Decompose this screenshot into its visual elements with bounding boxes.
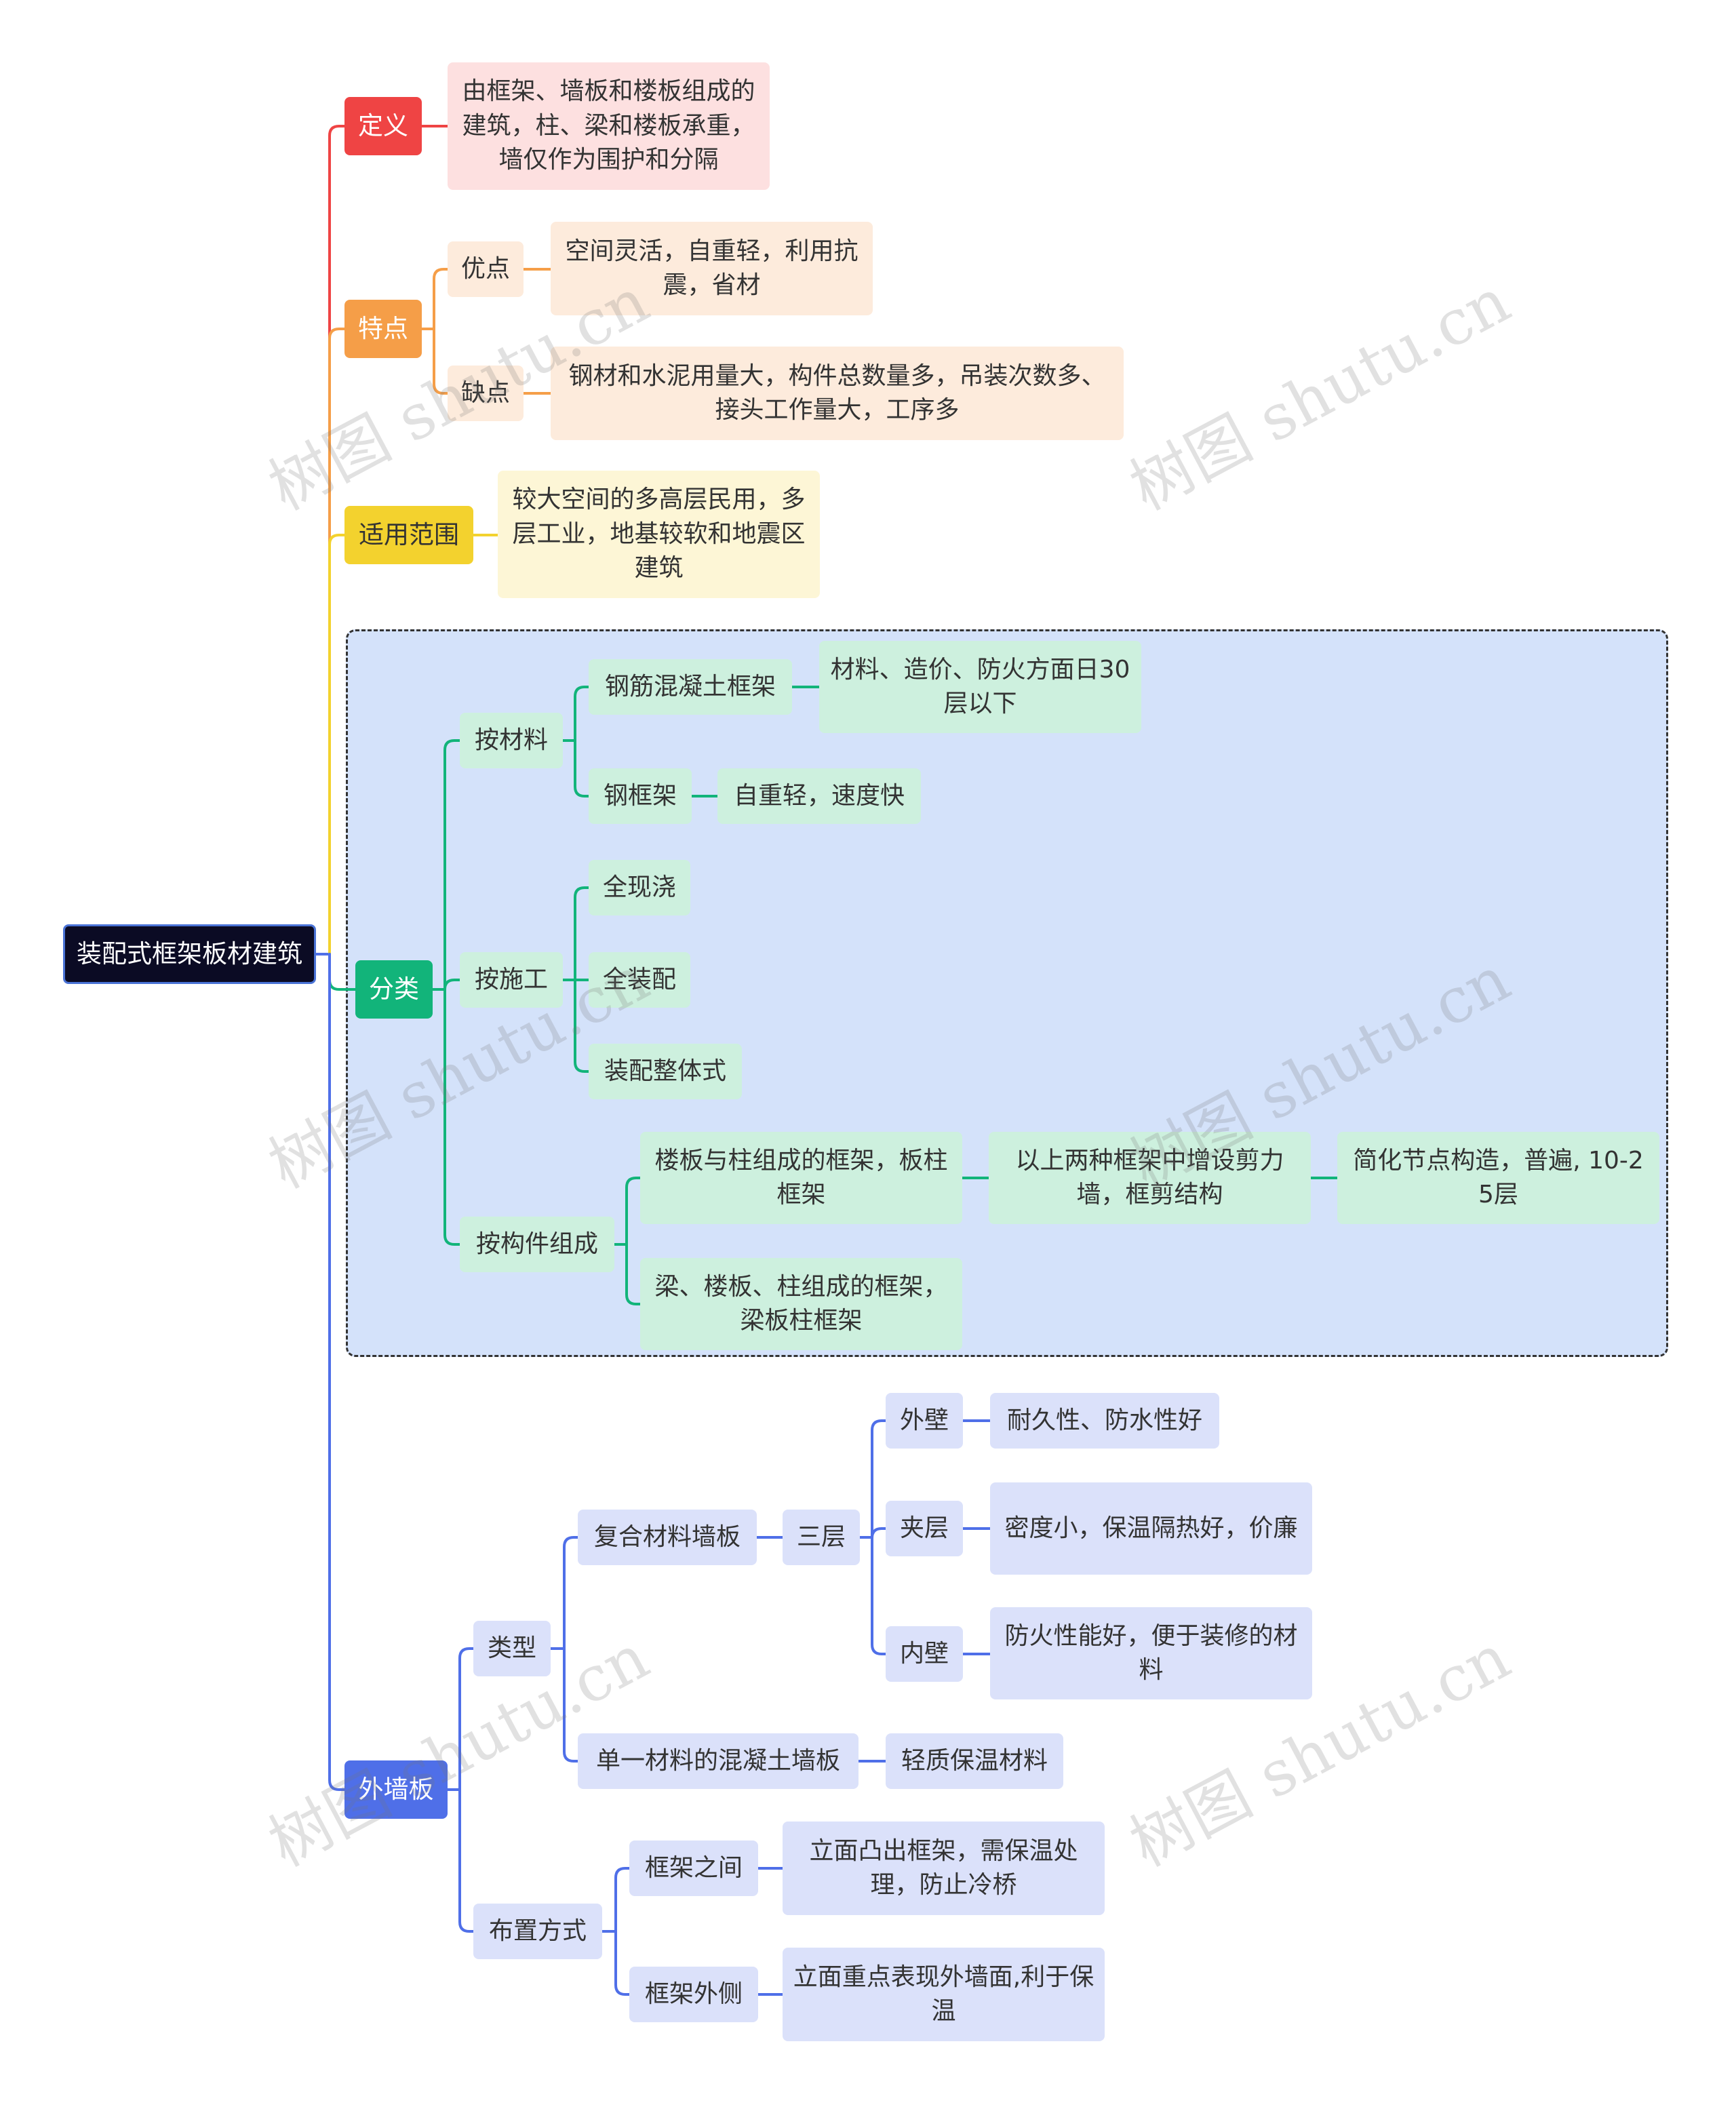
three-layer-node[interactable]: 三层: [783, 1510, 860, 1565]
connector-line: [574, 686, 590, 742]
frame-shear-wall-text: 以上两种框架中增设剪力墙，框剪结构: [989, 1132, 1311, 1224]
connector-line: [433, 328, 449, 395]
cons-node[interactable]: 缺点: [448, 366, 524, 421]
connector-line: [328, 953, 357, 991]
classification-node[interactable]: 分类: [355, 960, 433, 1019]
cons-text: 钢材和水泥用量大，构件总数量多，吊装次数多、接头工作量大，工序多: [551, 347, 1124, 440]
inner-layer-node[interactable]: 内壁: [886, 1626, 963, 1682]
arrangement-node[interactable]: 布置方式: [473, 1904, 602, 1959]
definition-node[interactable]: 定义: [344, 97, 422, 155]
exterior-wall-node[interactable]: 外墙板: [344, 1760, 448, 1819]
root-node[interactable]: 装配式框架板材建筑: [63, 924, 316, 984]
connector-line: [328, 125, 346, 956]
connector-line: [614, 1930, 631, 1996]
connector-line: [433, 268, 449, 330]
scope-node[interactable]: 适用范围: [344, 506, 473, 564]
connector-line: [625, 1177, 642, 1246]
construction-item[interactable]: 全装配: [589, 952, 690, 1008]
outer-layer-node[interactable]: 外壁: [886, 1393, 963, 1449]
construction-item[interactable]: 全现浇: [589, 860, 690, 915]
beam-slab-column-frame-node[interactable]: 梁、楼板、柱组成的框架，梁板柱框架: [640, 1258, 962, 1350]
single-material-wall-text: 轻质保温材料: [886, 1733, 1063, 1789]
steel-frame-node[interactable]: 钢框架: [589, 768, 692, 824]
by-components-node[interactable]: 按构件组成: [460, 1217, 614, 1272]
connector-line: [574, 979, 590, 1073]
connector-line: [574, 886, 590, 981]
by-material-node[interactable]: 按材料: [460, 713, 563, 768]
connector-line: [871, 1536, 887, 1655]
connector-line: [563, 1536, 579, 1650]
connector-line: [443, 979, 461, 991]
rc-frame-text: 材料、造价、防火方面日30层以下: [819, 641, 1141, 733]
pros-node[interactable]: 优点: [448, 241, 524, 297]
pros-text: 空间灵活，自重轻，利用抗震，省材: [551, 222, 873, 315]
inner-layer-text: 防火性能好，便于装修的材料: [990, 1607, 1312, 1699]
connector-line: [458, 1647, 475, 1791]
rc-frame-node[interactable]: 钢筋混凝土框架: [589, 659, 792, 715]
connector-line: [328, 328, 346, 956]
between-frames-node[interactable]: 框架之间: [629, 1840, 758, 1896]
wall-types-node[interactable]: 类型: [473, 1621, 551, 1676]
outer-layer-text: 耐久性、防水性好: [990, 1393, 1219, 1449]
middle-layer-node[interactable]: 夹层: [886, 1501, 963, 1556]
between-frames-text: 立面凸出框架，需保温处理，防止冷桥: [783, 1822, 1105, 1915]
connector-line: [443, 739, 461, 991]
composite-wall-node[interactable]: 复合材料墙板: [578, 1510, 757, 1565]
connector-line: [328, 534, 346, 956]
connector-line: [871, 1527, 887, 1539]
connector-line: [574, 739, 590, 797]
steel-frame-text: 自重轻，速度快: [717, 768, 921, 824]
features-node[interactable]: 特点: [344, 300, 422, 358]
outside-frames-text: 立面重点表现外墙面,利于保温: [783, 1948, 1105, 2041]
connector-line: [625, 1243, 642, 1305]
outside-frames-node[interactable]: 框架外侧: [629, 1967, 758, 2022]
middle-layer-text: 密度小，保温隔热好，价廉: [990, 1482, 1312, 1575]
connector-line: [443, 988, 461, 1246]
connector-line: [614, 1867, 631, 1933]
construction-item[interactable]: 装配整体式: [589, 1044, 742, 1099]
connector-line: [871, 1419, 887, 1539]
single-material-wall-node[interactable]: 单一材料的混凝土墙板: [578, 1733, 859, 1789]
definition-text: 由框架、墙板和楼板组成的建筑，柱、梁和楼板承重，墙仅作为围护和分隔: [448, 62, 770, 190]
scope-text: 较大空间的多高层民用，多层工业，地基较软和地震区建筑: [498, 471, 820, 598]
connector-line: [458, 1788, 475, 1933]
slab-column-frame-node[interactable]: 楼板与柱组成的框架，板柱框架: [640, 1132, 962, 1224]
frame-shear-wall-detail-text: 简化节点构造，普遍, 10-25层: [1337, 1132, 1659, 1224]
connector-line: [563, 1647, 579, 1763]
connector-line: [328, 953, 346, 1791]
by-construction-node[interactable]: 按施工: [460, 952, 563, 1008]
